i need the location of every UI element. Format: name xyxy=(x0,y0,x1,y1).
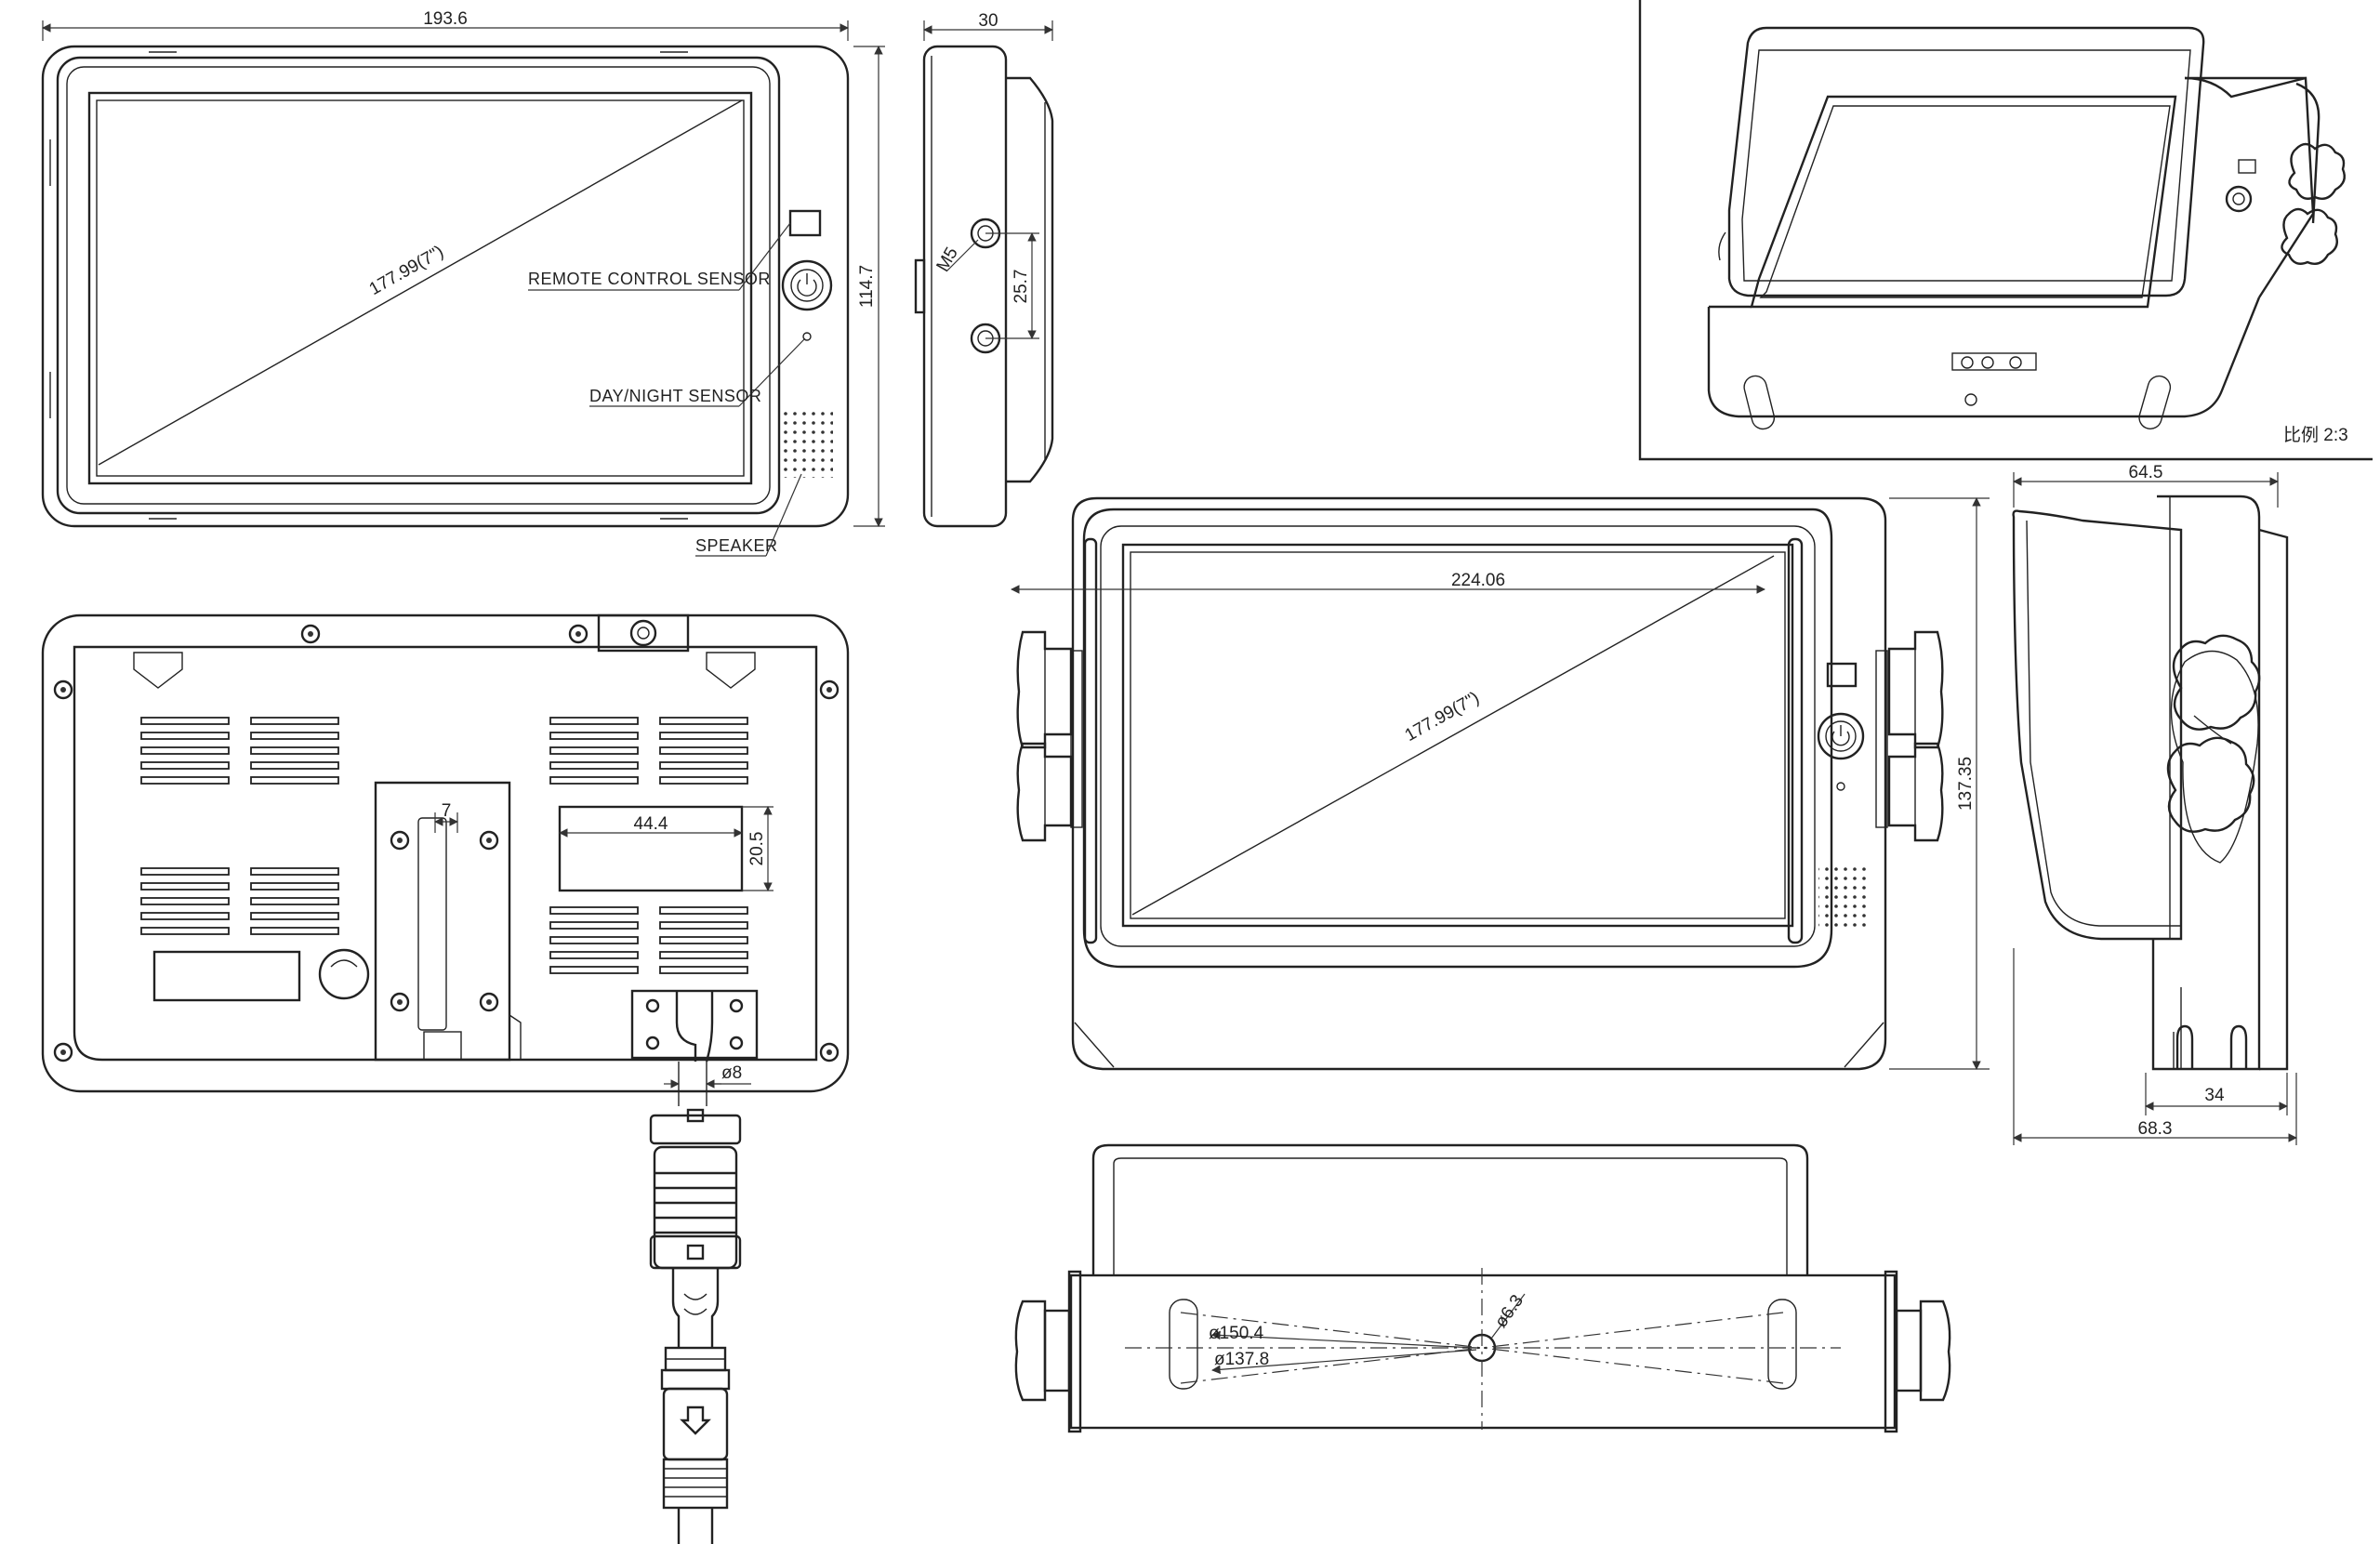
callout-remote-sensor: REMOTE CONTROL SENSOR xyxy=(528,222,791,291)
bracket-front-remote-sensor xyxy=(1826,662,1858,688)
dim-bracket-front-height-label: 137.35 xyxy=(1956,757,1976,811)
dim-bottom-pcd-outer-label: ø150.4 xyxy=(1209,1324,1264,1343)
bracket-front-left-knobs xyxy=(1016,630,1083,842)
speaker-grille xyxy=(783,409,833,478)
dim-cable-diameter-label: ø8 xyxy=(721,1063,742,1083)
dim-front-height: 114.7 xyxy=(853,46,885,527)
bracket-side-view: 64.5 34 68.3 xyxy=(2012,463,2297,1145)
bracket-front-right-knobs xyxy=(1875,630,1944,842)
dim-rear-slot-label: 7 xyxy=(442,801,452,821)
vent-slots xyxy=(140,717,748,974)
dim-bracket-front-width-label: 224.06 xyxy=(1451,571,1505,590)
rear-nameplate-area xyxy=(558,805,744,892)
dim-rear-label-height-label: 20.5 xyxy=(747,832,767,866)
callout-speaker: SPEAKER xyxy=(695,473,802,557)
dim-rear-label-width-label: 44.4 xyxy=(634,814,668,834)
front-view: 193.6 114.7 177.99(7") REMOTE CONTROL SE… xyxy=(41,9,885,557)
power-icon xyxy=(781,259,833,311)
dim-bracket-side-depth-label: 68.3 xyxy=(2138,1119,2173,1139)
callout-speaker-label: SPEAKER xyxy=(695,536,778,555)
dim-bottom-pcd-inner-label: ø137.8 xyxy=(1214,1350,1269,1369)
bracket-front-view: 224.06 177.99(7") 137.35 xyxy=(1011,496,1990,1071)
rear-screws xyxy=(53,624,840,1062)
dim-side-thread-label: M5 xyxy=(933,244,962,275)
cable-connector: ø8 xyxy=(649,1062,751,1544)
scale-note: 比例 2:3 xyxy=(2283,425,2348,445)
iso-knob-upper xyxy=(2288,142,2346,200)
isometric-view: 比例 2:3 xyxy=(1638,0,2373,461)
day-night-sensor-dot xyxy=(802,332,812,341)
dim-front-width-label: 193.6 xyxy=(423,9,468,29)
rear-cable-gland xyxy=(630,989,759,1062)
iso-knob-lower xyxy=(2281,207,2338,265)
bracket-side-knob-upper xyxy=(2172,634,2261,731)
dim-front-height-label: 114.7 xyxy=(857,265,877,308)
rear-view: 7 44.4 20.5 xyxy=(41,614,850,1093)
dim-side-depth-label: 30 xyxy=(978,11,998,31)
bottom-view: ø150.4 ø137.8 ø6.3 xyxy=(1014,1143,1951,1433)
dim-bracket-front-diagonal-label: 177.99(7") xyxy=(1402,688,1483,746)
bracket-front-speaker-grille xyxy=(1818,864,1867,930)
callout-day-night-sensor: DAY/NIGHT SENSOR xyxy=(589,337,806,407)
remote-sensor-window xyxy=(788,209,822,237)
side-view: 25.7 M5 30 xyxy=(914,11,1054,528)
dim-side-port-pitch-label: 25.7 xyxy=(1012,270,1031,304)
dim-bracket-side-top-label: 64.5 xyxy=(2129,463,2163,482)
dim-bracket-side-base-label: 34 xyxy=(2204,1086,2225,1105)
bottom-knob-left xyxy=(1014,1300,1071,1402)
dim-front-width: 193.6 xyxy=(42,9,849,41)
rear-label-plate xyxy=(152,950,301,1002)
callout-day-night-sensor-label: DAY/NIGHT SENSOR xyxy=(589,387,761,405)
bottom-knob-right xyxy=(1895,1300,1951,1402)
front-view-edge-ticks xyxy=(49,51,688,520)
bracket-side-knob-lower xyxy=(2166,736,2255,833)
rear-bracket-screws xyxy=(390,830,499,1012)
bracket-front-power-icon xyxy=(1817,712,1865,760)
callout-remote-sensor-label: REMOTE CONTROL SENSOR xyxy=(528,270,771,288)
